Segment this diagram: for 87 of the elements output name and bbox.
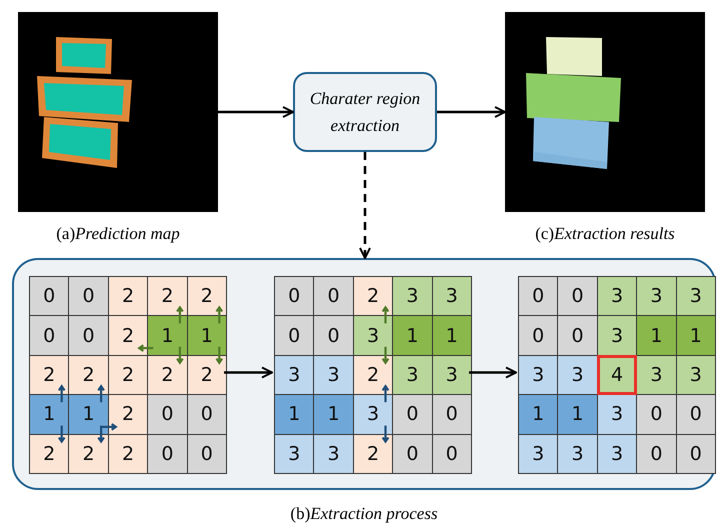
number-cell: 3 (274, 434, 314, 474)
number-cell: 1 (636, 315, 677, 356)
number-cell: 0 (68, 315, 109, 356)
number-cell: 2 (147, 354, 188, 396)
number-cell: 0 (186, 394, 227, 435)
number-cell: 1 (274, 394, 314, 435)
arrow (437, 106, 506, 118)
number-cell: 1 (392, 315, 433, 356)
number-grid (274, 276, 471, 473)
number-cell: 0 (68, 276, 109, 316)
number-cell: 0 (432, 394, 472, 435)
number-cell: 2 (147, 276, 188, 316)
process-box (293, 72, 437, 152)
number-cell: 2 (29, 354, 70, 396)
number-cell: 3 (557, 434, 598, 474)
number-cell: 0 (432, 434, 472, 474)
number-cell: 0 (518, 315, 558, 356)
number-cell: 1 (432, 315, 472, 356)
number-cell: 0 (676, 394, 716, 435)
number-cell: 4 (596, 354, 638, 396)
number-cell: 2 (186, 354, 227, 396)
number-cell: 0 (313, 276, 354, 316)
number-cell: 3 (518, 354, 558, 396)
arrow (359, 152, 371, 259)
number-cell: 0 (676, 434, 716, 474)
number-cell: 2 (108, 276, 148, 316)
number-cell: 3 (676, 354, 716, 396)
number-cell: 3 (596, 394, 638, 435)
number-cell: 0 (313, 315, 354, 356)
number-cell: 2 (108, 354, 148, 396)
number-cell: 2 (108, 434, 148, 474)
number-cell: 2 (68, 354, 109, 396)
arrow (218, 106, 294, 118)
number-cell: 3 (392, 276, 433, 316)
number-cell: 1 (676, 315, 716, 356)
number-grid (518, 276, 715, 473)
number-cell: 3 (352, 394, 394, 435)
number-cell: 3 (274, 354, 314, 396)
number-cell: 0 (557, 276, 598, 316)
arrow (469, 366, 517, 378)
number-cell: 2 (352, 276, 394, 316)
number-cell: 3 (313, 434, 354, 474)
number-cell: 1 (147, 315, 188, 356)
caption-text: (b)Extraction process (289, 504, 439, 524)
number-cell: 3 (596, 315, 638, 356)
number-cell: 0 (636, 394, 677, 435)
number-cell: 3 (432, 354, 472, 396)
number-cell: 3 (432, 276, 472, 316)
number-cell: 1 (557, 394, 598, 435)
number-cell: 2 (108, 315, 148, 356)
number-cell: 0 (147, 394, 188, 435)
number-cell: 2 (352, 434, 394, 474)
number-cell: 0 (274, 315, 314, 356)
number-cell: 2 (108, 394, 148, 435)
number-cell: 2 (68, 434, 109, 474)
number-cell: 2 (29, 434, 70, 474)
number-cell: 3 (596, 276, 638, 316)
number-cell: 0 (29, 276, 70, 316)
number-grid (29, 276, 226, 473)
number-cell: 3 (392, 354, 433, 396)
number-cell: 3 (313, 354, 354, 396)
number-cell: 0 (29, 315, 70, 356)
number-cell: 3 (557, 354, 598, 396)
box-label: Charater region extraction (308, 88, 422, 137)
number-cell: 3 (518, 434, 558, 474)
number-cell: 1 (186, 315, 227, 356)
arrow (224, 366, 273, 378)
number-cell: 1 (313, 394, 354, 435)
number-cell: 1 (29, 394, 70, 435)
number-cell: 0 (274, 276, 314, 316)
number-cell: 3 (596, 434, 638, 474)
number-cell: 0 (636, 434, 677, 474)
number-cell: 0 (186, 434, 227, 474)
number-cell: 0 (392, 394, 433, 435)
number-cell: 0 (557, 315, 598, 356)
number-cell: 2 (186, 276, 227, 316)
number-cell: 3 (636, 354, 677, 396)
number-cell: 1 (68, 394, 109, 435)
number-cell: 3 (352, 315, 394, 356)
number-cell: 0 (392, 434, 433, 474)
caption-text: (c)Extraction results (534, 224, 676, 244)
number-cell: 1 (518, 394, 558, 435)
number-cell: 0 (147, 434, 188, 474)
caption-text: (a)Prediction map (55, 224, 181, 244)
number-cell: 0 (518, 276, 558, 316)
number-cell: 3 (636, 276, 677, 316)
number-cell: 3 (676, 276, 716, 316)
